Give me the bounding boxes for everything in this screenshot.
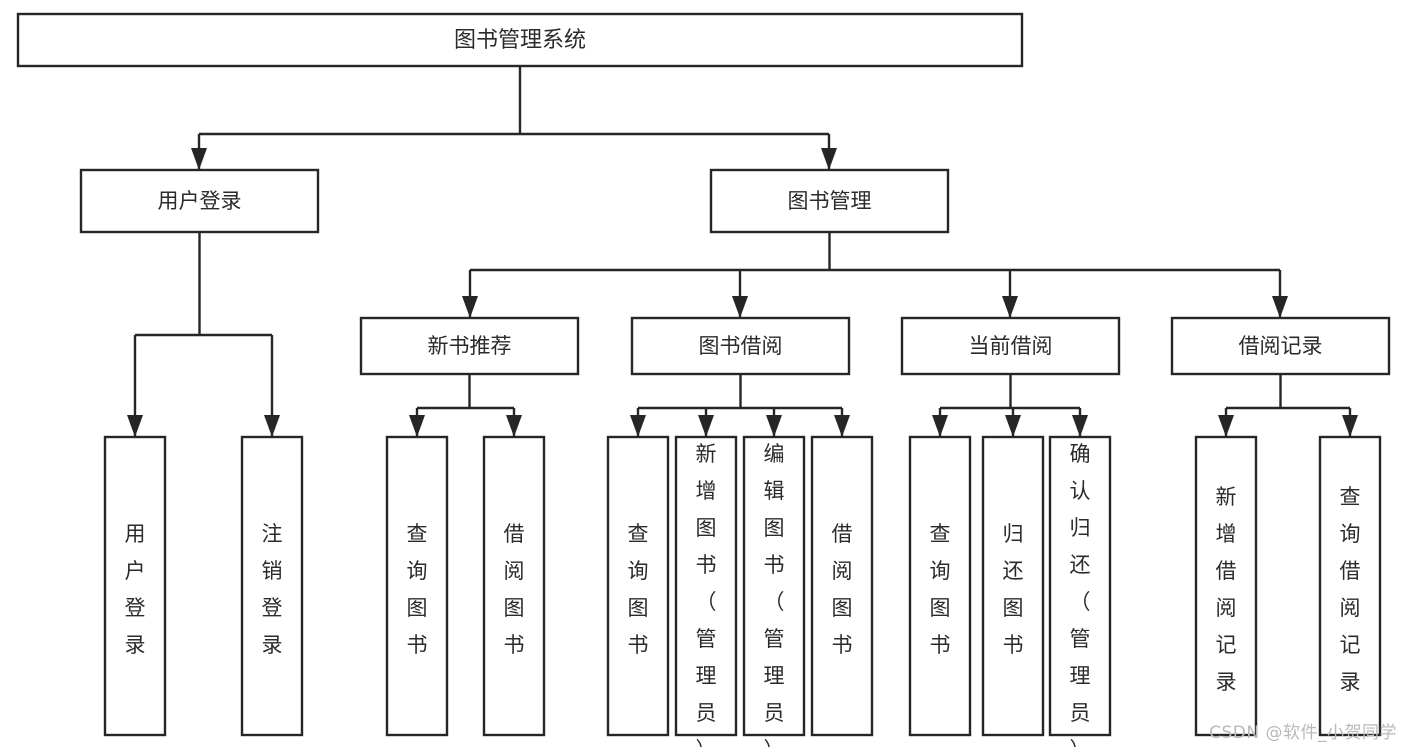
node-leaf-edit-book[interactable]: 编辑图书（管理员） bbox=[742, 435, 806, 747]
node-user-login[interactable]: 用户登录 bbox=[79, 168, 320, 234]
node-label-leaf-return-book: 归还图书 bbox=[1003, 522, 1024, 657]
arrow-head-icon-leaf-return-book bbox=[1005, 415, 1021, 437]
arrow-head-icon-new-book-recommend bbox=[462, 296, 478, 318]
node-leaf-confirm-return[interactable]: 确认归还（管理员） bbox=[1048, 435, 1112, 747]
arrow-head-icon-book-manage bbox=[821, 148, 837, 170]
node-leaf-query-book-rec[interactable]: 查询图书 bbox=[385, 435, 449, 737]
node-label-book-manage: 图书管理 bbox=[788, 189, 872, 213]
arrow-head-icon-leaf-borrow-book-rec bbox=[506, 415, 522, 437]
node-label-leaf-query-record: 查询借阅记录 bbox=[1340, 485, 1361, 694]
node-label-leaf-borrow-book-rec: 借阅图书 bbox=[504, 522, 525, 657]
node-box-leaf-borrow-book bbox=[810, 435, 874, 737]
node-label-leaf-borrow-book: 借阅图书 bbox=[832, 522, 853, 657]
node-leaf-query-book-bor[interactable]: 查询图书 bbox=[606, 435, 670, 737]
node-leaf-borrow-book[interactable]: 借阅图书 bbox=[810, 435, 874, 737]
node-label-leaf-logout: 注销登录 bbox=[262, 522, 283, 657]
node-label-leaf-confirm-return: 确认归还（管理员） bbox=[1070, 442, 1091, 747]
node-box-leaf-add-record bbox=[1194, 435, 1258, 737]
node-leaf-query-book-cur[interactable]: 查询图书 bbox=[908, 435, 972, 737]
arrow-head-icon-leaf-borrow-book bbox=[834, 415, 850, 437]
node-new-book-recommend[interactable]: 新书推荐 bbox=[359, 316, 580, 376]
node-label-leaf-query-book-bor: 查询图书 bbox=[628, 522, 649, 657]
node-box-leaf-query-book-bor bbox=[606, 435, 670, 737]
node-book-borrow[interactable]: 图书借阅 bbox=[630, 316, 851, 376]
arrow-head-icon-leaf-confirm-return bbox=[1072, 415, 1088, 437]
node-leaf-add-book[interactable]: 新增图书（管理员） bbox=[674, 435, 738, 747]
node-box-leaf-logout bbox=[240, 435, 304, 737]
arrow-head-icon-leaf-add-book bbox=[698, 415, 714, 437]
node-box-leaf-add-book bbox=[674, 435, 738, 737]
connector-layer bbox=[127, 66, 1358, 437]
node-label-new-book-recommend: 新书推荐 bbox=[428, 334, 512, 358]
arrow-head-icon-user-login bbox=[191, 148, 207, 170]
arrow-head-icon-leaf-query-book-cur bbox=[932, 415, 948, 437]
node-label-leaf-query-book-cur: 查询图书 bbox=[930, 522, 951, 657]
node-label-leaf-add-book: 新增图书（管理员） bbox=[696, 442, 717, 747]
node-box-book-borrow bbox=[630, 316, 851, 376]
node-label-user-login: 用户登录 bbox=[158, 189, 242, 213]
arrow-head-icon-leaf-add-record bbox=[1218, 415, 1234, 437]
node-leaf-logout[interactable]: 注销登录 bbox=[240, 435, 304, 737]
node-label-current-borrow: 当前借阅 bbox=[969, 334, 1053, 358]
node-label-leaf-add-record: 新增借阅记录 bbox=[1216, 485, 1237, 694]
node-box-user-login bbox=[79, 168, 320, 234]
arrow-head-icon-borrow-record bbox=[1272, 296, 1288, 318]
node-box-leaf-edit-book bbox=[742, 435, 806, 737]
watermark-label: CSDN @软件_小贺同学 bbox=[1209, 723, 1397, 743]
node-leaf-user-login[interactable]: 用户登录 bbox=[103, 435, 167, 737]
node-box-leaf-confirm-return bbox=[1048, 435, 1112, 737]
node-box-leaf-query-book-rec bbox=[385, 435, 449, 737]
arrow-head-icon-book-borrow bbox=[732, 296, 748, 318]
node-leaf-add-record[interactable]: 新增借阅记录 bbox=[1194, 435, 1258, 737]
arrow-head-icon-leaf-logout bbox=[264, 415, 280, 437]
node-label-leaf-user-login: 用户登录 bbox=[125, 522, 146, 657]
arrow-head-icon-leaf-user-login bbox=[127, 415, 143, 437]
arrow-head-icon-leaf-edit-book bbox=[766, 415, 782, 437]
node-label-leaf-query-book-rec: 查询图书 bbox=[407, 522, 428, 657]
node-box-leaf-user-login bbox=[103, 435, 167, 737]
node-box-leaf-query-record bbox=[1318, 435, 1382, 737]
node-layer: 图书管理系统用户登录图书管理新书推荐图书借阅当前借阅借阅记录用户登录注销登录查询… bbox=[16, 12, 1391, 747]
node-box-root bbox=[16, 12, 1024, 68]
node-current-borrow[interactable]: 当前借阅 bbox=[900, 316, 1121, 376]
arrow-head-icon-leaf-query-record bbox=[1342, 415, 1358, 437]
arrow-head-icon-leaf-query-book-rec bbox=[409, 415, 425, 437]
node-leaf-return-book[interactable]: 归还图书 bbox=[981, 435, 1045, 737]
node-box-borrow-record bbox=[1170, 316, 1391, 376]
node-leaf-borrow-book-rec[interactable]: 借阅图书 bbox=[482, 435, 546, 737]
node-box-leaf-borrow-book-rec bbox=[482, 435, 546, 737]
node-box-new-book-recommend bbox=[359, 316, 580, 376]
node-label-leaf-edit-book: 编辑图书（管理员） bbox=[764, 442, 785, 747]
node-box-leaf-return-book bbox=[981, 435, 1045, 737]
arrow-head-icon-current-borrow bbox=[1002, 296, 1018, 318]
arrow-head-icon-leaf-query-book-bor bbox=[630, 415, 646, 437]
node-leaf-query-record[interactable]: 查询借阅记录 bbox=[1318, 435, 1382, 737]
node-box-book-manage bbox=[709, 168, 950, 234]
node-book-manage[interactable]: 图书管理 bbox=[709, 168, 950, 234]
node-box-current-borrow bbox=[900, 316, 1121, 376]
node-root[interactable]: 图书管理系统 bbox=[16, 12, 1024, 68]
node-borrow-record[interactable]: 借阅记录 bbox=[1170, 316, 1391, 376]
node-label-root: 图书管理系统 bbox=[454, 28, 586, 53]
node-box-leaf-query-book-cur bbox=[908, 435, 972, 737]
node-label-book-borrow: 图书借阅 bbox=[699, 334, 783, 358]
node-label-borrow-record: 借阅记录 bbox=[1239, 334, 1323, 358]
